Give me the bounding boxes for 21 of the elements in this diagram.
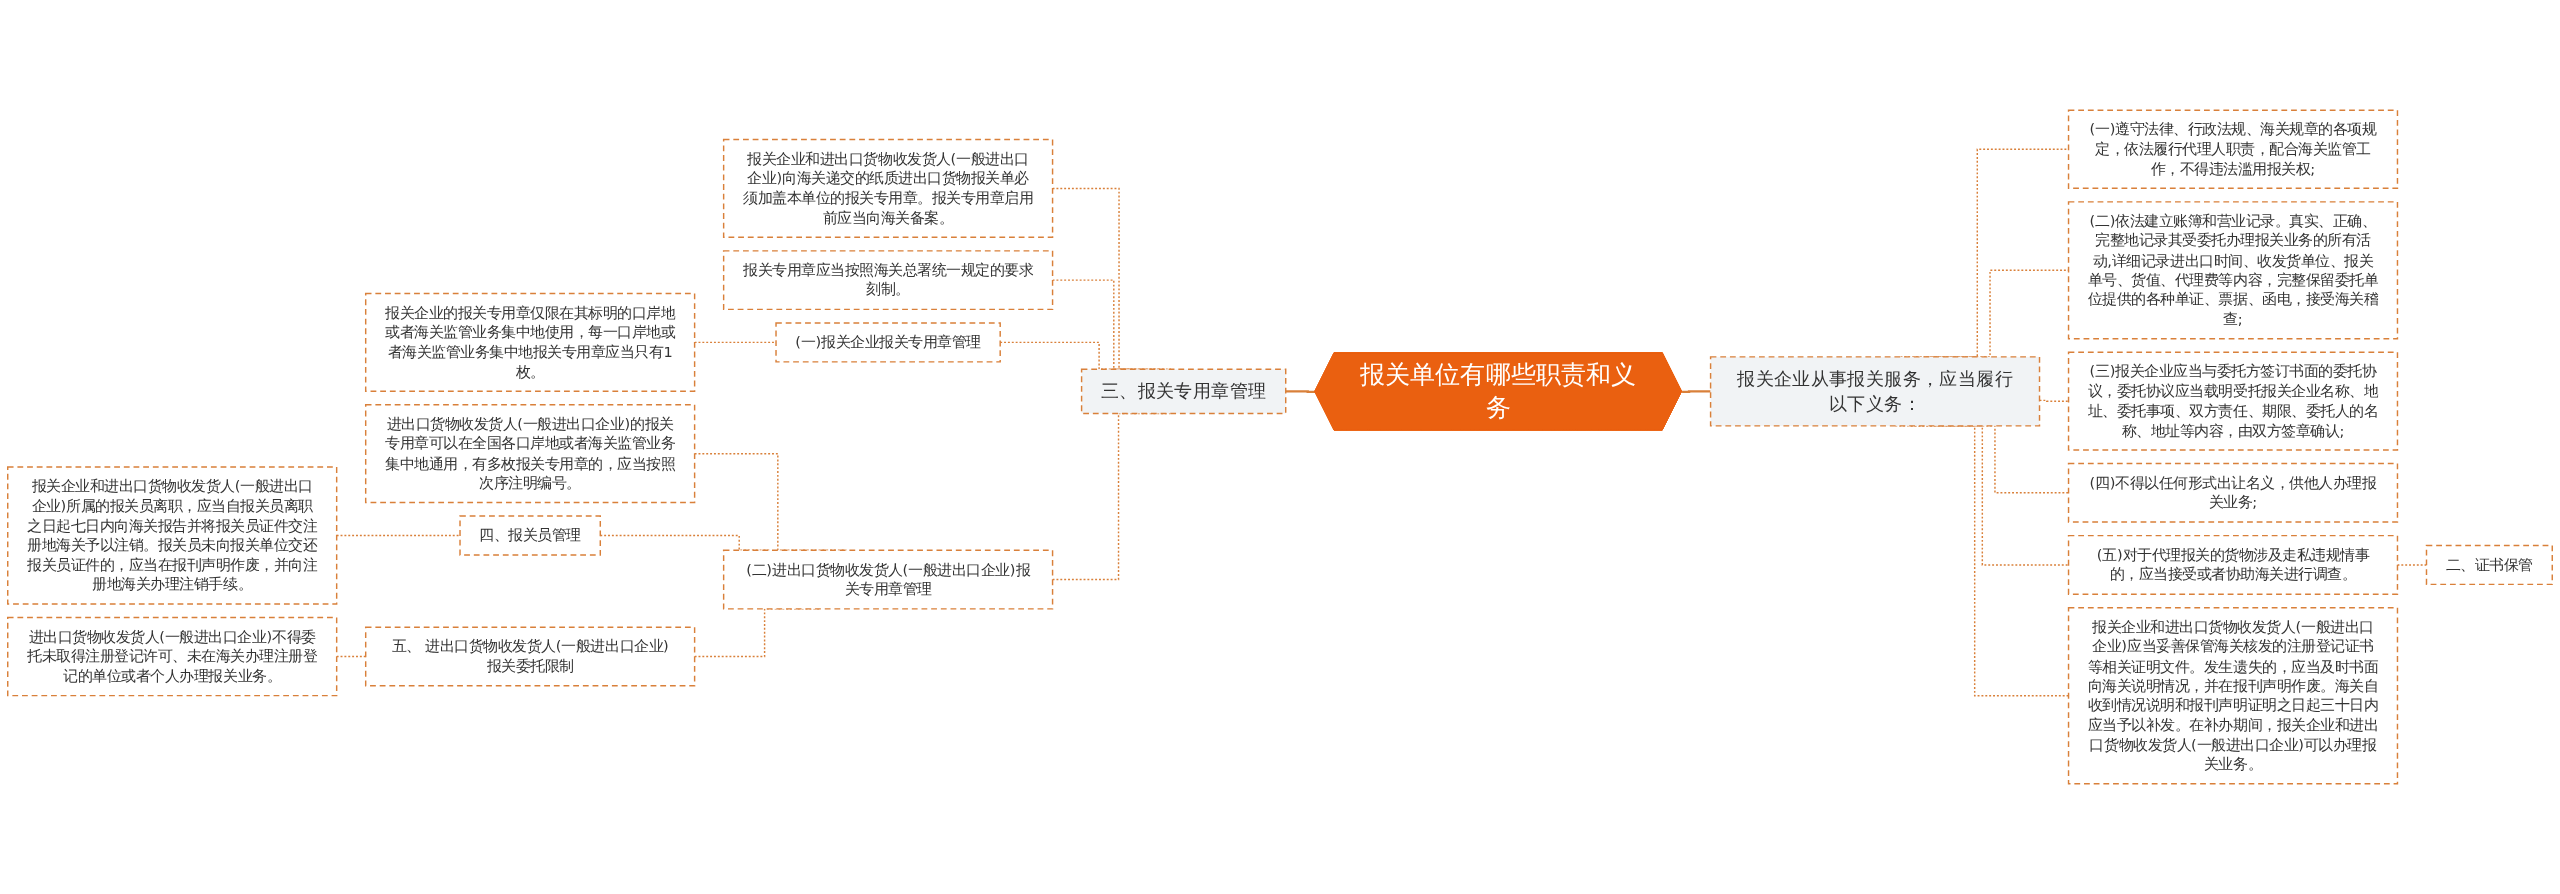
node-box: (一)遵守法律、行政法规、海关规章的各项规定，依法履行代理人职责，配合海关监管工作，不得违法滥用报关权; (2067, 109, 2399, 190)
node-box: 报关企业和进出口货物收发货人(一般进出口企业)向海关递交的纸质进出口货物报关单必须加盖本单位的报关专用章。报关专用章启用前应当向海关备案。 (722, 138, 1054, 239)
node-box: (一)报关企业报关专用章管理 (775, 322, 1001, 363)
node-box: 报关企业和进出口货物收发货人(一般进出口企业)所属的报关员离职，应当自报关员离职之日起七日内向海关报告并将报关员证件交注册地海关予以注销。报关员未向报关单位交还报关员证件的，应当在报刊声明作废，并向注册地海关办理注销手续。 (7, 466, 338, 605)
node-box: 进出口货物收发货人(一般进出口企业)的报关专用章可以在全国各口岸地或者海关监管业务集中地通用，有多枚报关专用章的，应当按照次序注明编号。 (364, 404, 696, 504)
node-box: (二)进出口货物收发货人(一般进出口企业)报关专用章管理 (722, 549, 1054, 610)
node-box: (三)报关企业应当与委托方签订书面的委托协议，委托协议应当载明受托报关企业名称、地址、委托事项、双方责任、期限、委托人的名称、地址等内容，由双方签章确认; (2067, 351, 2399, 451)
node-box: 报关企业的报关专用章仅限在其标明的口岸地或者海关监管业务集中地使用，每一口岸地或者海关监管业务集中地报关专用章应当只有1枚。 (364, 292, 696, 392)
node-box: (二)依法建立账簿和营业记录。真实、正确、完整地记录其受委托办理报关业务的所有活动,详细记录进出口时间、收发货单位、报关单号、货值、代理费等内容，完整保留委托单位提供的各种单证、票据、函电，接受海关稽查; (2067, 201, 2399, 340)
node-box: 报关企业和进出口货物收发货人(一般进出口企业)应当妥善保管海关核发的注册登记证书等相关证明文件。发生遗失的，应当及时书面向海关说明情况，并在报刊声明作废。海关自收到情况说明和报刊声明证明之日起三十日内应当予以补发。在补办期间，报关企业和进出口货物收发货人(一般进出口企业)可以办理报关业务。 (2067, 607, 2399, 785)
node-box: 三、报关专用章管理 (1080, 368, 1287, 415)
node-box: 进出口货物收发货人(一般进出口企业)不得委托未取得注册登记许可、未在海关办理注册登记的单位或者个人办理报关业务。 (7, 616, 338, 697)
node-box: 四、报关员管理 (459, 515, 601, 556)
node-box: (五)对于代理报关的货物涉及走私违规情事的，应当接受或者协助海关进行调查。 (2067, 534, 2399, 595)
node-box: 二、证书保管 (2425, 544, 2553, 586)
node-box: 报关专用章应当按照海关总署统一规定的要求刻制。 (722, 250, 1054, 311)
connector (1682, 390, 1711, 394)
connector (1285, 390, 1316, 394)
node-box: (四)不得以任何形式出让名义，供他人办理报关业务; (2067, 462, 2399, 523)
node-box: 五、 进出口货物收发货人(一般进出口企业)报关委托限制 (364, 626, 696, 687)
node-box: 报关企业从事报关服务，应当履行以下义务： (1709, 356, 2041, 427)
